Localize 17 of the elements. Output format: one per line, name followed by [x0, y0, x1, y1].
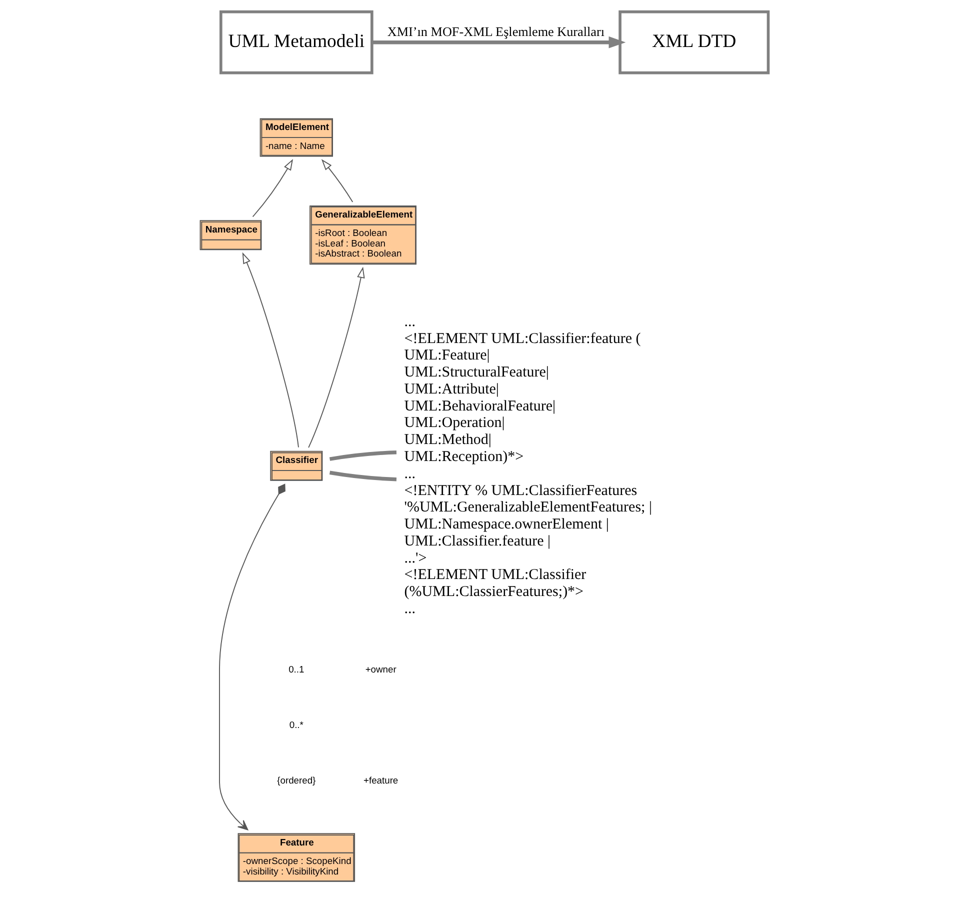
node-box: XML DTD — [618, 10, 770, 74]
connector — [329, 470, 397, 482]
label: {ordered} — [277, 775, 316, 786]
edge-label: XMI’ın MOF-XML Eşlemleme Kuralları — [387, 24, 605, 39]
arrow — [242, 252, 299, 448]
arrow — [372, 36, 626, 48]
connector — [329, 450, 397, 461]
arrow — [308, 266, 365, 448]
label: 0..1 — [288, 664, 304, 675]
label: 0..* — [289, 720, 304, 730]
node-box: UML Metamodeli — [219, 10, 374, 74]
arrow — [252, 158, 294, 218]
node-text: ... <!ELEMENT UML:Classifier:feature ( UML:Feature| UML:StructuralFeature| UML:Attribute| UML:BehavioralFeature| UML:Operation| UML:Method| UML:Reception)*> ... <!ENTITY % UML:ClassifierFeatures '%UML:GeneralizableElementFeatures; | UML:Namespace.ownerElement | UML:Classifier.feature | ...'> <!ELEMENT UML:Classifier (%UML:ClassierFeatures;)*> ... — [404, 314, 652, 617]
arrow — [219, 484, 286, 830]
label: +owner — [365, 664, 396, 675]
label: +feature — [363, 775, 398, 786]
arrow — [321, 159, 354, 202]
